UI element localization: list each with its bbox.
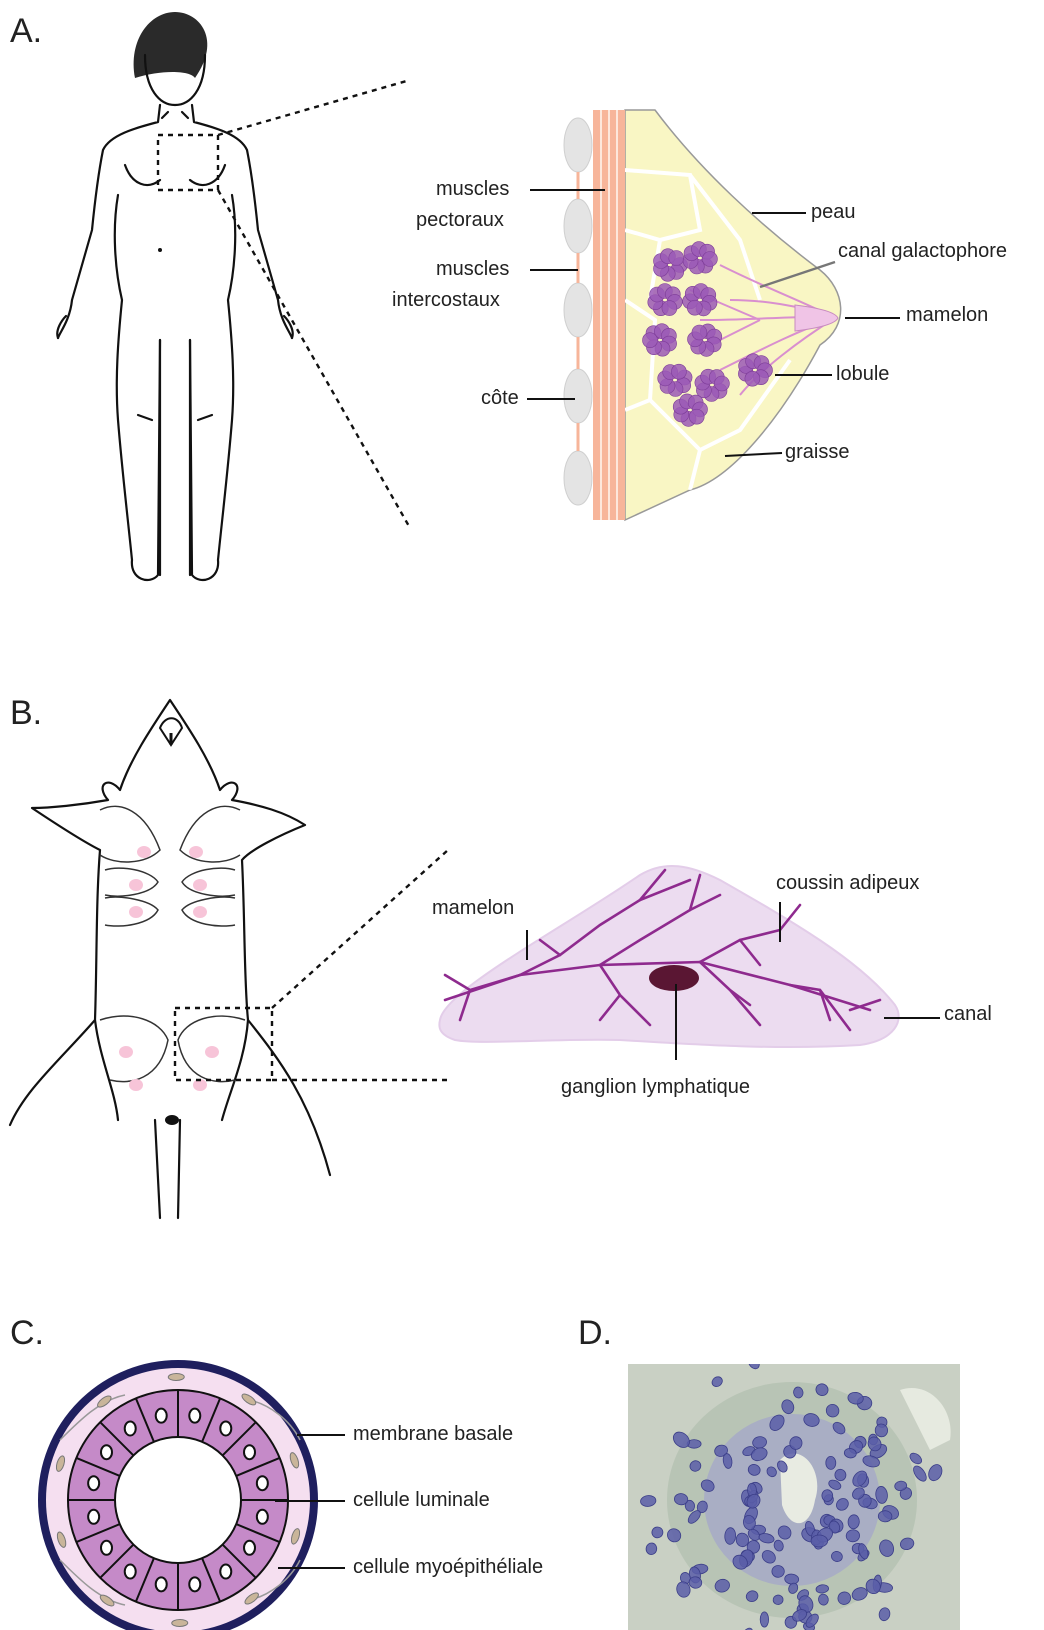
zoom-box-a: [158, 135, 218, 190]
luminal-nucleus: [257, 1476, 268, 1490]
luminal-nucleus: [101, 1445, 112, 1459]
luminal-nucleus: [244, 1445, 255, 1459]
luminal-nucleus: [220, 1565, 231, 1579]
lobule-acinus: [745, 371, 760, 386]
label-membrane-basale: membrane basale: [353, 1423, 513, 1445]
woman-figure: [57, 12, 292, 580]
zoom-line-b-top: [272, 850, 448, 1008]
zoom-box-b: [175, 1008, 272, 1080]
mouse-figure: [10, 700, 330, 1218]
lobule-acinus: [669, 251, 684, 266]
myoepithelial-nucleus: [172, 1619, 188, 1626]
label-coussin-adipeux: coussin adipeux: [776, 872, 919, 894]
label-muscles-pectoraux-1: muscles: [436, 178, 509, 200]
label-muscles-intercostaux-2: intercostaux: [392, 289, 500, 311]
histology-nucleus: [822, 1351, 835, 1364]
luminal-nucleus: [156, 1409, 167, 1423]
lobule-acinus: [689, 409, 704, 424]
label-muscles-pectoraux-2: pectoraux: [416, 209, 504, 231]
luminal-nucleus: [88, 1510, 99, 1524]
luminal-nucleus: [244, 1541, 255, 1555]
label-cellule-luminale: cellule luminale: [353, 1489, 490, 1511]
zoom-line-a-bottom: [218, 190, 410, 528]
luminal-nucleus: [257, 1510, 268, 1524]
label-muscles-intercostaux-1: muscles: [436, 258, 509, 280]
label-peau: peau: [811, 201, 856, 223]
label-mamelon-a: mamelon: [906, 304, 988, 326]
panel-b-letter: B.: [10, 694, 42, 732]
label-canal-galactophore: canal galactophore: [838, 240, 1007, 262]
luminal-nucleus: [125, 1421, 136, 1435]
lobule-acinus: [643, 333, 658, 348]
histology-image: [628, 1351, 960, 1630]
panel-c-letter: C.: [10, 1314, 44, 1352]
histology-nucleus: [811, 1535, 828, 1547]
lobule-acinus: [671, 364, 686, 379]
lobule-acinus: [714, 376, 729, 391]
zoom-line-a-top: [218, 80, 410, 135]
label-cellule-myoepitheliale: cellule myoépithéliale: [353, 1556, 543, 1578]
lobule-acinus: [687, 300, 702, 315]
lobule-acinus: [692, 325, 707, 340]
panel-d-letter: D.: [578, 1314, 612, 1352]
histology-nucleus: [760, 1612, 768, 1627]
lobule-acinus: [662, 301, 677, 316]
label-graisse: graisse: [785, 441, 849, 463]
label-mamelon-b: mamelon: [432, 897, 514, 919]
label-ganglion-lymphatique: ganglion lymphatique: [561, 1076, 750, 1098]
lobule-acinus: [702, 252, 717, 267]
myoepithelial-nucleus: [168, 1373, 184, 1380]
label-canal-b: canal: [944, 1003, 992, 1025]
histology-nucleus: [822, 1489, 834, 1502]
luminal-nucleus: [220, 1421, 231, 1435]
histology-nucleus: [772, 1565, 785, 1577]
label-cote: côte: [481, 387, 519, 409]
luminal-nucleus: [101, 1541, 112, 1555]
label-lobule: lobule: [836, 363, 889, 385]
luminal-nucleus: [156, 1577, 167, 1591]
panel-a-letter: A.: [10, 12, 42, 50]
luminal-nucleus: [189, 1409, 200, 1423]
duct-cross-section: [42, 1364, 314, 1630]
luminal-nucleus: [189, 1577, 200, 1591]
luminal-nucleus: [88, 1476, 99, 1490]
lymph-node: [649, 965, 699, 991]
histology-nucleus: [878, 1510, 892, 1522]
histology-nucleus: [826, 1456, 836, 1469]
luminal-nucleus: [125, 1565, 136, 1579]
